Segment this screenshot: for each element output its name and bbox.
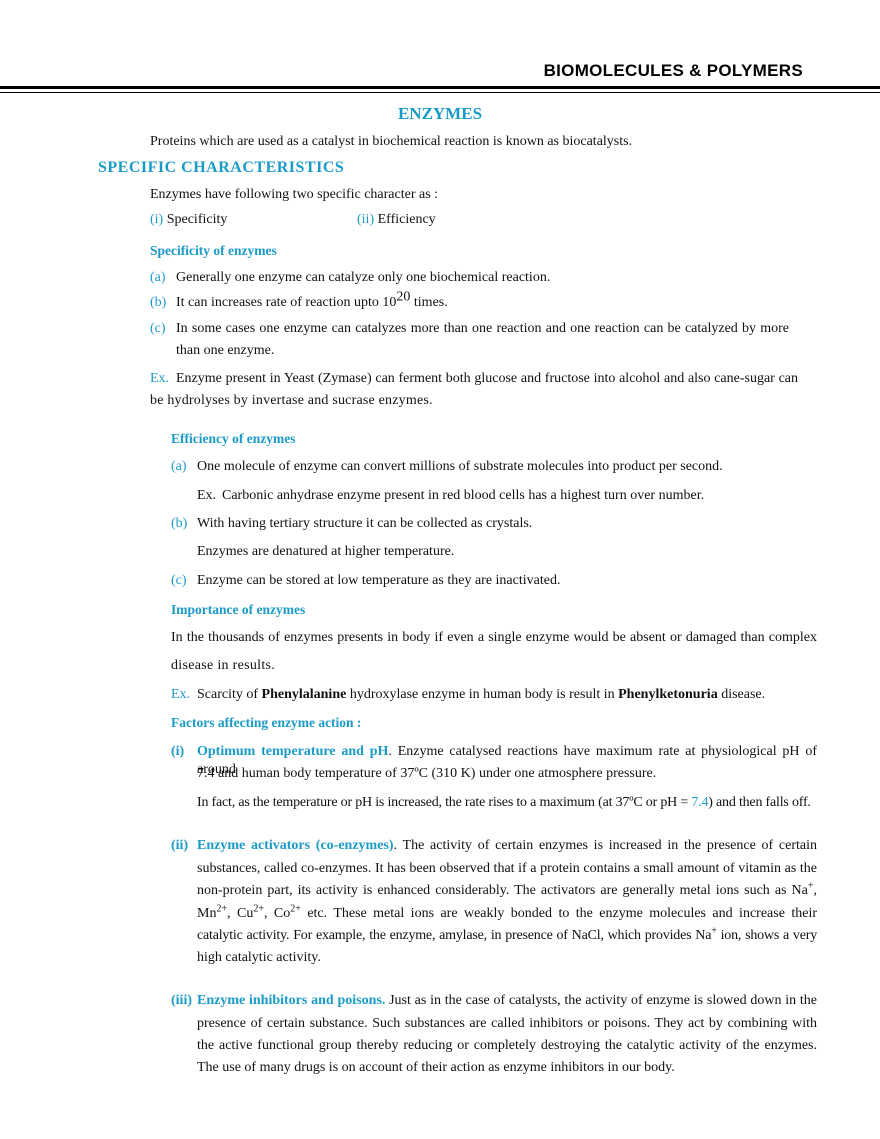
list-marker: (a) xyxy=(150,270,166,285)
example-text: Carbonic anhydrase enzyme present in red… xyxy=(222,488,705,503)
factor-text: Enzyme activators (co-enzymes). The acti… xyxy=(197,837,817,855)
list-marker: (i) xyxy=(171,744,185,759)
header-rule-thin xyxy=(0,92,880,93)
factor-text: high catalytic activity. xyxy=(197,950,321,965)
list-marker: (i) xyxy=(150,212,164,227)
list-text: One molecule of enzyme can convert milli… xyxy=(197,459,723,474)
text-run: etc. These metal ions are weakly bonded … xyxy=(300,906,817,921)
ph-value: 7.4 xyxy=(691,795,709,810)
list-marker: (c) xyxy=(171,573,187,588)
factor-text: non-protein part, its activity is enhanc… xyxy=(197,880,818,900)
factor-text: catalytic activity. For example, the enz… xyxy=(197,925,818,945)
intro-text: Proteins which are used as a catalyst in… xyxy=(150,134,633,149)
exponent: 20 xyxy=(396,289,411,305)
text-run: ) and then falls off. xyxy=(708,795,811,810)
list-item: (ii) Efficiency xyxy=(357,211,436,229)
factor-heading: Enzyme inhibitors and poisons. xyxy=(197,993,386,1008)
factor-text: presence of certain substance. Such subs… xyxy=(197,1016,817,1031)
text-run: , Cu xyxy=(227,906,254,921)
example-marker: Ex. xyxy=(150,371,170,386)
example-text: Enzyme present in Yeast (Zymase) can fer… xyxy=(176,371,798,386)
importance-text: disease in results. xyxy=(171,658,276,673)
list-marker: (b) xyxy=(150,295,167,310)
ion-charge: 2+ xyxy=(216,903,228,915)
factor-note: In fact, as the temperature or pH is inc… xyxy=(197,794,811,812)
text-run: disease. xyxy=(717,687,766,702)
page-title: ENZYMES xyxy=(397,104,483,123)
section-title: SPECIFIC CHARACTERISTICS xyxy=(98,159,345,176)
factor-text: 7.4 and human body temperature of 37ºC (… xyxy=(197,766,657,781)
list-text: Specificity xyxy=(166,212,228,227)
factor-text: Enzyme inhibitors and poisons. Just as i… xyxy=(197,992,817,1010)
list-item: (i) Specificity xyxy=(150,211,227,229)
list-text: Efficiency xyxy=(377,212,436,227)
ion-charge: + xyxy=(807,880,814,892)
list-text: In some cases one enzyme can catalyzes m… xyxy=(176,321,789,336)
text-run: It can increases rate of reaction upto 1… xyxy=(176,295,397,310)
running-header: BIOMOLECULES & POLYMERS xyxy=(543,61,803,80)
factor-text: the active functional group thereby redu… xyxy=(197,1038,817,1053)
factor-text: Mn2+, Cu2+, Co2+ etc. These metal ions a… xyxy=(197,903,817,923)
list-marker: (ii) xyxy=(171,838,189,853)
factor-text: The use of many drugs is on account of t… xyxy=(197,1060,675,1075)
list-text: With having tertiary structure it can be… xyxy=(197,516,533,531)
factors-heading: Factors affecting enzyme action : xyxy=(171,715,362,730)
text-run: Just as in the case of catalysts, the ac… xyxy=(385,993,817,1008)
text-run: In fact, as the temperature or pH is inc… xyxy=(197,795,692,810)
efficiency-heading: Efficiency of enzymes xyxy=(171,431,296,446)
text-run: non-protein part, its activity is enhanc… xyxy=(197,883,808,898)
factor-heading: Optimum temperature and pH xyxy=(197,744,389,759)
list-marker: (a) xyxy=(171,459,187,474)
text-run: hydroxylase enzyme in human body is resu… xyxy=(346,687,619,702)
list-marker: (c) xyxy=(150,321,166,336)
header-rule-thick xyxy=(0,86,880,89)
list-marker: (iii) xyxy=(171,993,192,1008)
text-run: times. xyxy=(410,295,448,310)
list-text: Generally one enzyme can catalyze only o… xyxy=(176,270,551,285)
importance-text: In the thousands of enzymes presents in … xyxy=(171,630,817,645)
specificity-heading: Specificity of enzymes xyxy=(150,243,277,258)
text-run: ion, shows a very xyxy=(716,928,818,943)
term-phenylketonuria: Phenylketonuria xyxy=(618,687,718,702)
ion-charge: 2+ xyxy=(290,903,301,915)
example-marker: Ex. xyxy=(171,687,191,702)
text-run: catalytic activity. For example, the enz… xyxy=(197,928,712,943)
term-phenylalanine: Phenylalanine xyxy=(261,687,347,702)
example-text: Scarcity of Phenylalanine hydroxylase en… xyxy=(197,686,765,704)
text-run: , Co xyxy=(264,906,291,921)
example-marker: Ex. xyxy=(197,488,217,503)
text-run: Mn xyxy=(197,906,217,921)
list-text: It can increases rate of reaction upto 1… xyxy=(176,290,448,312)
list-marker: (b) xyxy=(171,516,188,531)
factor-text: substances, called co-enzymes. It has be… xyxy=(197,861,817,876)
factor-text: Optimum temperature and pH. Enzyme catal… xyxy=(197,743,817,779)
text-run: . Enzyme catalysed reactions have maximu… xyxy=(197,744,817,777)
note-text: Enzymes are denatured at higher temperat… xyxy=(197,544,455,559)
text-run: , xyxy=(813,883,818,898)
ion-charge: 2+ xyxy=(253,903,264,915)
text-run: Scarcity of xyxy=(197,687,262,702)
list-text: Enzyme can be stored at low temperature … xyxy=(197,573,561,588)
importance-heading: Importance of enzymes xyxy=(171,602,306,617)
ion-charge: + xyxy=(711,925,717,937)
text-run: . The activity of certain enzymes is inc… xyxy=(393,838,818,853)
list-text: than one enzyme. xyxy=(176,343,275,358)
list-marker: (ii) xyxy=(357,212,375,227)
factor-heading: Enzyme activators (co-enzymes) xyxy=(197,838,394,853)
section-lead: Enzymes have following two specific char… xyxy=(150,187,439,202)
example-text: be hydrolyses by invertase and sucrase e… xyxy=(150,393,433,408)
